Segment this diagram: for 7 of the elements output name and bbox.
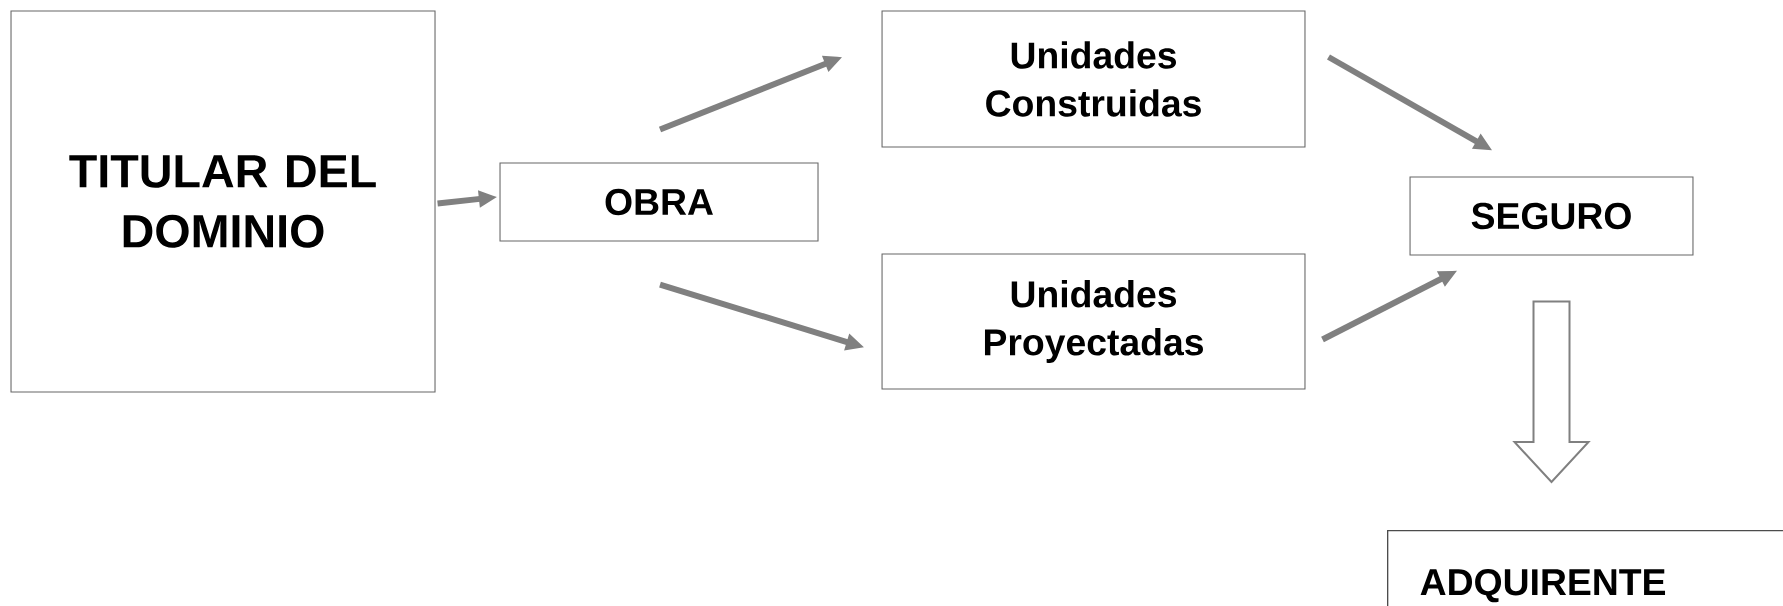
process-box: Unidades Proyectadas: [881, 253, 1306, 390]
process-box: OBRA: [499, 162, 819, 242]
block-arrow: [1512, 300, 1591, 484]
process-box: Unidades Construidas: [881, 10, 1306, 148]
process-box: SEGURO: [1409, 176, 1694, 256]
process-box: TITULAR DEL DOMINIO: [10, 10, 436, 393]
process-box: ADQUIRENTE: [1387, 530, 1783, 606]
